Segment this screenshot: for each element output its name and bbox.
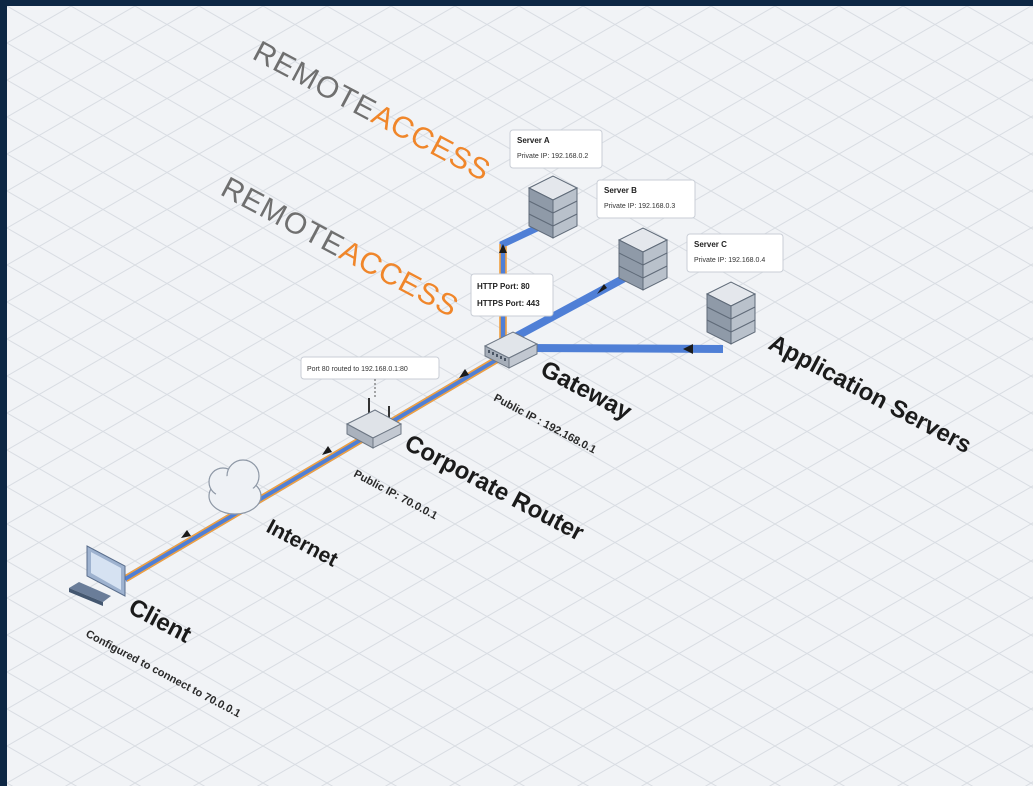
callout-server-a: Server A Private IP: 192.168.0.2	[509, 129, 603, 169]
server-icon	[527, 175, 579, 239]
svg-text:Private IP: 192.168.0.4: Private IP: 192.168.0.4	[694, 257, 765, 264]
diagram-canvas: REMOTEACCESS REMOTEACCESS	[7, 6, 1033, 786]
flow-arrows	[181, 244, 693, 538]
server-icon	[705, 281, 757, 345]
link-client-gateway	[122, 352, 506, 583]
link-gateway-server-c	[526, 344, 724, 353]
svg-text:Server C: Server C	[694, 240, 727, 249]
monitor-icon	[69, 545, 126, 606]
arrow-marker	[683, 344, 693, 354]
callout-gateway-ports: HTTP Port: 80 HTTPS Port: 443	[470, 273, 554, 317]
router-icon	[345, 398, 403, 449]
svg-text:Server B: Server B	[604, 186, 637, 195]
server-icon	[617, 227, 669, 291]
cloud-icon	[208, 459, 262, 515]
arrow-marker	[322, 446, 332, 455]
network-diagram: REMOTEACCESS REMOTEACCESS	[7, 6, 1033, 786]
callout-router-port: Port 80 routed to 192.168.0.1:80	[300, 356, 440, 398]
svg-text:Private IP: 192.168.0.3: Private IP: 192.168.0.3	[604, 203, 675, 210]
svg-text:Private IP: 192.168.0.2: Private IP: 192.168.0.2	[517, 153, 588, 160]
link-gateway-server-b	[515, 270, 634, 340]
svg-text:Server A: Server A	[517, 136, 550, 145]
arrow-marker	[597, 284, 607, 294]
connection-lines	[122, 224, 724, 583]
svg-text:HTTP Port: 80: HTTP Port: 80	[477, 282, 530, 291]
arrow-marker	[181, 530, 191, 538]
switch-icon	[483, 331, 539, 369]
callout-server-b: Server B Private IP: 192.168.0.3	[596, 179, 696, 219]
arrow-marker	[499, 244, 507, 253]
arrow-marker	[459, 369, 469, 378]
callout-server-c: Server C Private IP: 192.168.0.4	[686, 233, 784, 273]
svg-text:Port 80 routed to 192.168.0.1:: Port 80 routed to 192.168.0.1:80	[307, 366, 408, 373]
svg-text:HTTPS Port: 443: HTTPS Port: 443	[477, 299, 540, 308]
